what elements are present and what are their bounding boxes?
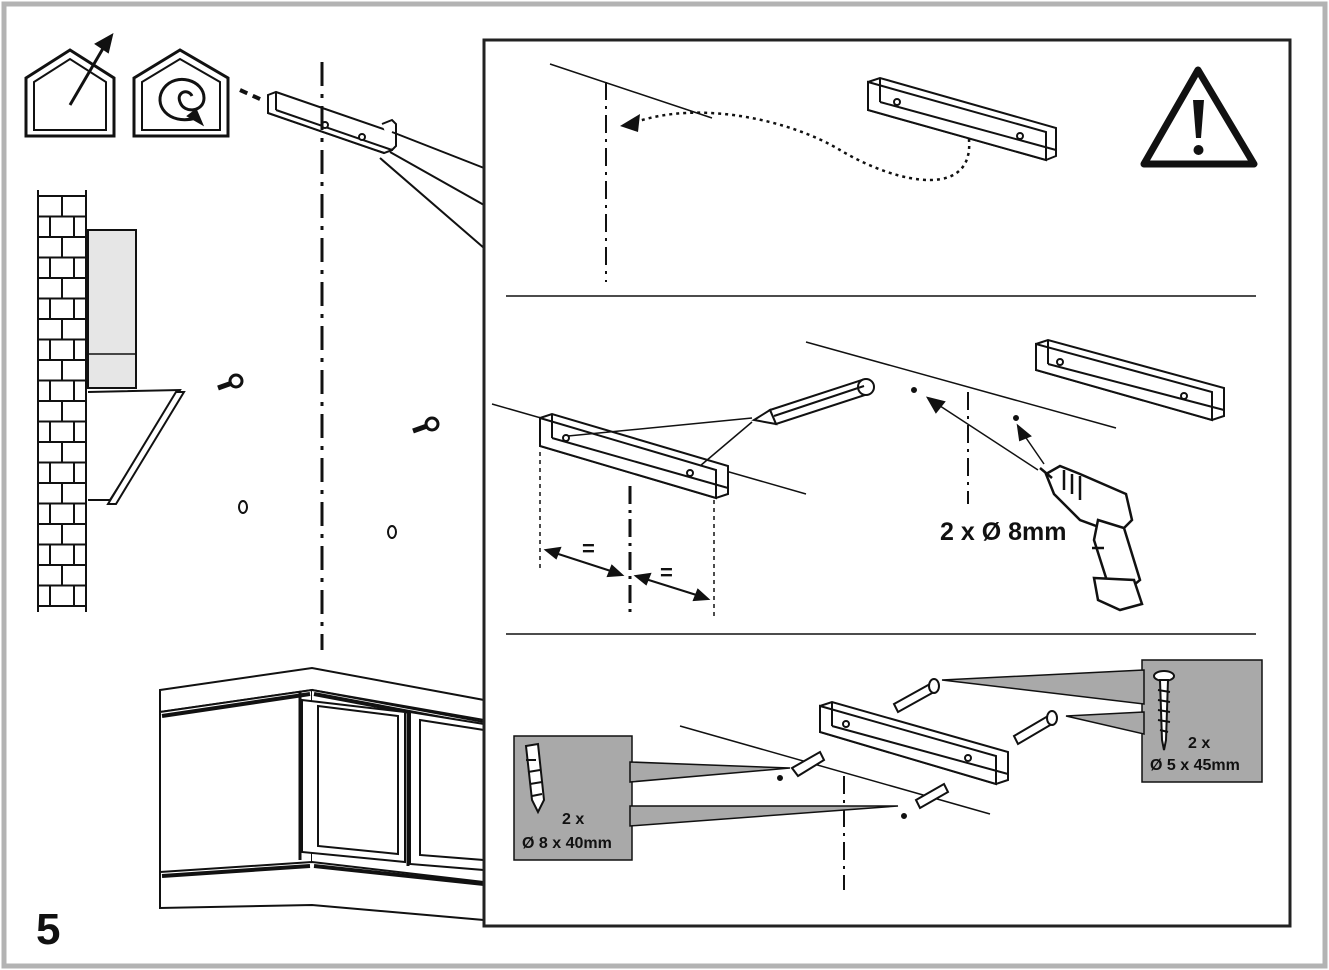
screw-qty: 2 x	[1188, 735, 1210, 752]
wall-plug-size: Ø 8 x 40mm	[522, 835, 612, 852]
drill-size-label: 2 x Ø 8mm	[940, 518, 1066, 546]
house-exhaust-icon	[24, 33, 116, 138]
brick-wall	[37, 190, 87, 612]
warning-triangle-icon	[1140, 66, 1258, 168]
subpanel-mark-and-drill	[491, 338, 1225, 618]
wall-plug-icon	[524, 742, 546, 815]
equal-mark-right: =	[660, 560, 673, 585]
overview-scene	[24, 33, 485, 922]
house-recirculation-icon	[132, 48, 230, 138]
subpanel-fix-bracket	[513, 659, 1263, 890]
subpanel-position-bracket	[549, 63, 1258, 282]
placement-arrow	[635, 111, 971, 182]
screw-size: Ø 5 x 45mm	[1150, 757, 1240, 774]
screw-icon	[1153, 670, 1175, 751]
scene-plugs	[777, 750, 950, 819]
wall-screws	[217, 373, 440, 539]
drill-icon	[1039, 464, 1144, 612]
bracket-mark	[539, 412, 729, 500]
equal-mark-left: =	[582, 536, 595, 561]
bracket-overview	[267, 90, 397, 155]
pencil-icon	[751, 378, 875, 426]
scene-screws	[892, 678, 1058, 746]
step-number: 5	[36, 905, 60, 954]
bracket-fix	[819, 700, 1009, 786]
hood-chimney	[87, 229, 186, 505]
wall-plug-qty: 2 x	[562, 811, 584, 828]
bracket-drill	[1035, 338, 1225, 422]
kitchen-cabinets	[159, 666, 485, 922]
bracket-top	[867, 76, 1057, 162]
